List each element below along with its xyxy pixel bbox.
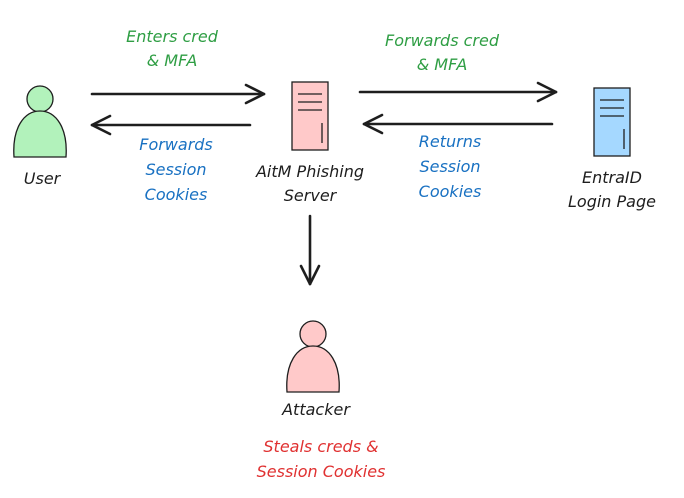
edge-label-entra-to-server: Returns Session Cookies (419, 132, 482, 201)
edge-label-line: & MFA (417, 55, 468, 74)
arrow-server-to-attacker (299, 214, 321, 286)
edge-label-server-to-entra: Forwards cred & MFA (385, 31, 500, 74)
server-icon (291, 81, 329, 151)
user-node: User (13, 85, 67, 188)
server-icon (593, 87, 631, 157)
phishing-server-label-line-2: Server (284, 186, 338, 205)
edge-label-user-to-server: Enters cred & MFA (126, 27, 219, 70)
edge-label-line: Forwards cred (385, 31, 500, 50)
edge-label-line: & MFA (147, 51, 198, 70)
edge-label-server-to-attacker: Steals creds & Session Cookies (257, 437, 386, 481)
edge-label-line: Steals creds & (263, 437, 378, 456)
person-icon (13, 85, 67, 158)
attacker-label: Attacker (281, 400, 351, 419)
entra-label-line-2: Login Page (568, 192, 656, 211)
edge-label-line: Session (419, 157, 480, 176)
arrow-server-to-entra (358, 81, 558, 103)
edge-label-line: Enters cred (126, 27, 219, 46)
edge-label-line: Cookies (419, 182, 482, 201)
entra-node: EntraID Login Page (568, 87, 656, 211)
edge-label-line: Session Cookies (257, 462, 386, 481)
attacker-node: Attacker (281, 320, 351, 419)
edge-label-line: Returns (419, 132, 481, 151)
phishing-server-node: AitM Phishing Server (255, 81, 364, 205)
edge-label-line: Session (145, 160, 206, 179)
edge-label-line: Forwards (139, 135, 213, 154)
edge-label-line: Cookies (145, 185, 208, 204)
arrow-server-to-user (90, 114, 252, 136)
edge-label-server-to-user: Forwards Session Cookies (139, 135, 213, 204)
person-icon (286, 320, 340, 393)
user-label: User (24, 169, 62, 188)
arrow-user-to-server (90, 83, 266, 105)
entra-label-line-1: EntraID (582, 168, 642, 187)
arrow-entra-to-server (362, 113, 554, 135)
phishing-server-label-line-1: AitM Phishing (255, 162, 364, 181)
